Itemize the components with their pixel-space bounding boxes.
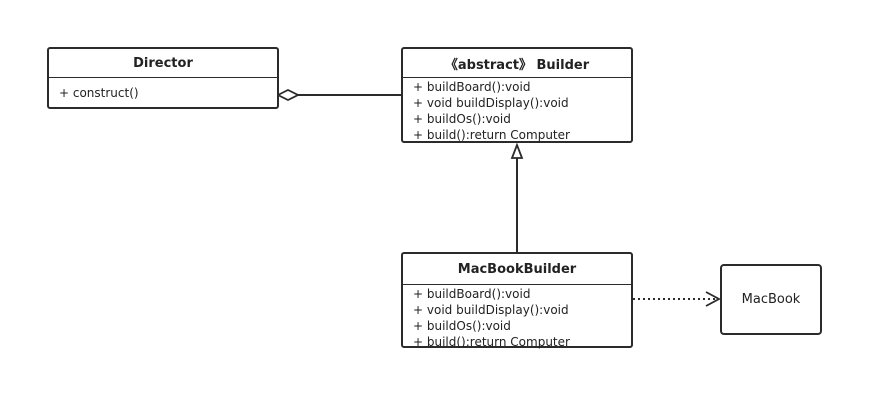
aggregation-diamond-icon (275, 88, 301, 102)
builder-method-item: + build():return Computer (413, 128, 570, 142)
builder-methods: + buildBoard():void + void buildDisplay(… (403, 78, 631, 143)
macbook-builder-method-item: + void buildDisplay():void (413, 303, 569, 317)
director-class-name: Director (49, 49, 277, 78)
builder-method-item: + buildOs():void (413, 112, 511, 126)
director-class[interactable]: Director + construct() (47, 47, 279, 109)
macbook-builder-method-item: + build():return Computer (413, 335, 570, 349)
director-method-item: + construct() (59, 86, 139, 100)
macbook-builder-class[interactable]: MacBookBuilder + buildBoard():void + voi… (401, 252, 633, 350)
builder-class-name: 《abstract》 Builder (403, 49, 631, 78)
builder-method-item: + void buildDisplay():void (413, 96, 569, 110)
macbook-builder-method-item: + buildBoard():void (413, 287, 531, 301)
builder-method-item: + buildBoard():void (413, 80, 531, 94)
dependency-arrow-icon (705, 291, 721, 307)
builder-class[interactable]: 《abstract》 Builder + buildBoard():void +… (401, 47, 633, 143)
macbook-builder-class-name: MacBookBuilder (403, 254, 631, 285)
macbook-class-name: MacBook (741, 292, 801, 307)
macbook-builder-methods: + buildBoard():void + void buildDisplay(… (403, 285, 631, 350)
director-methods: + construct() (49, 78, 277, 101)
macbook-builder-method-item: + buildOs():void (413, 319, 511, 333)
macbook-class[interactable]: MacBook (720, 264, 822, 335)
generalization-arrow-icon (510, 142, 524, 159)
